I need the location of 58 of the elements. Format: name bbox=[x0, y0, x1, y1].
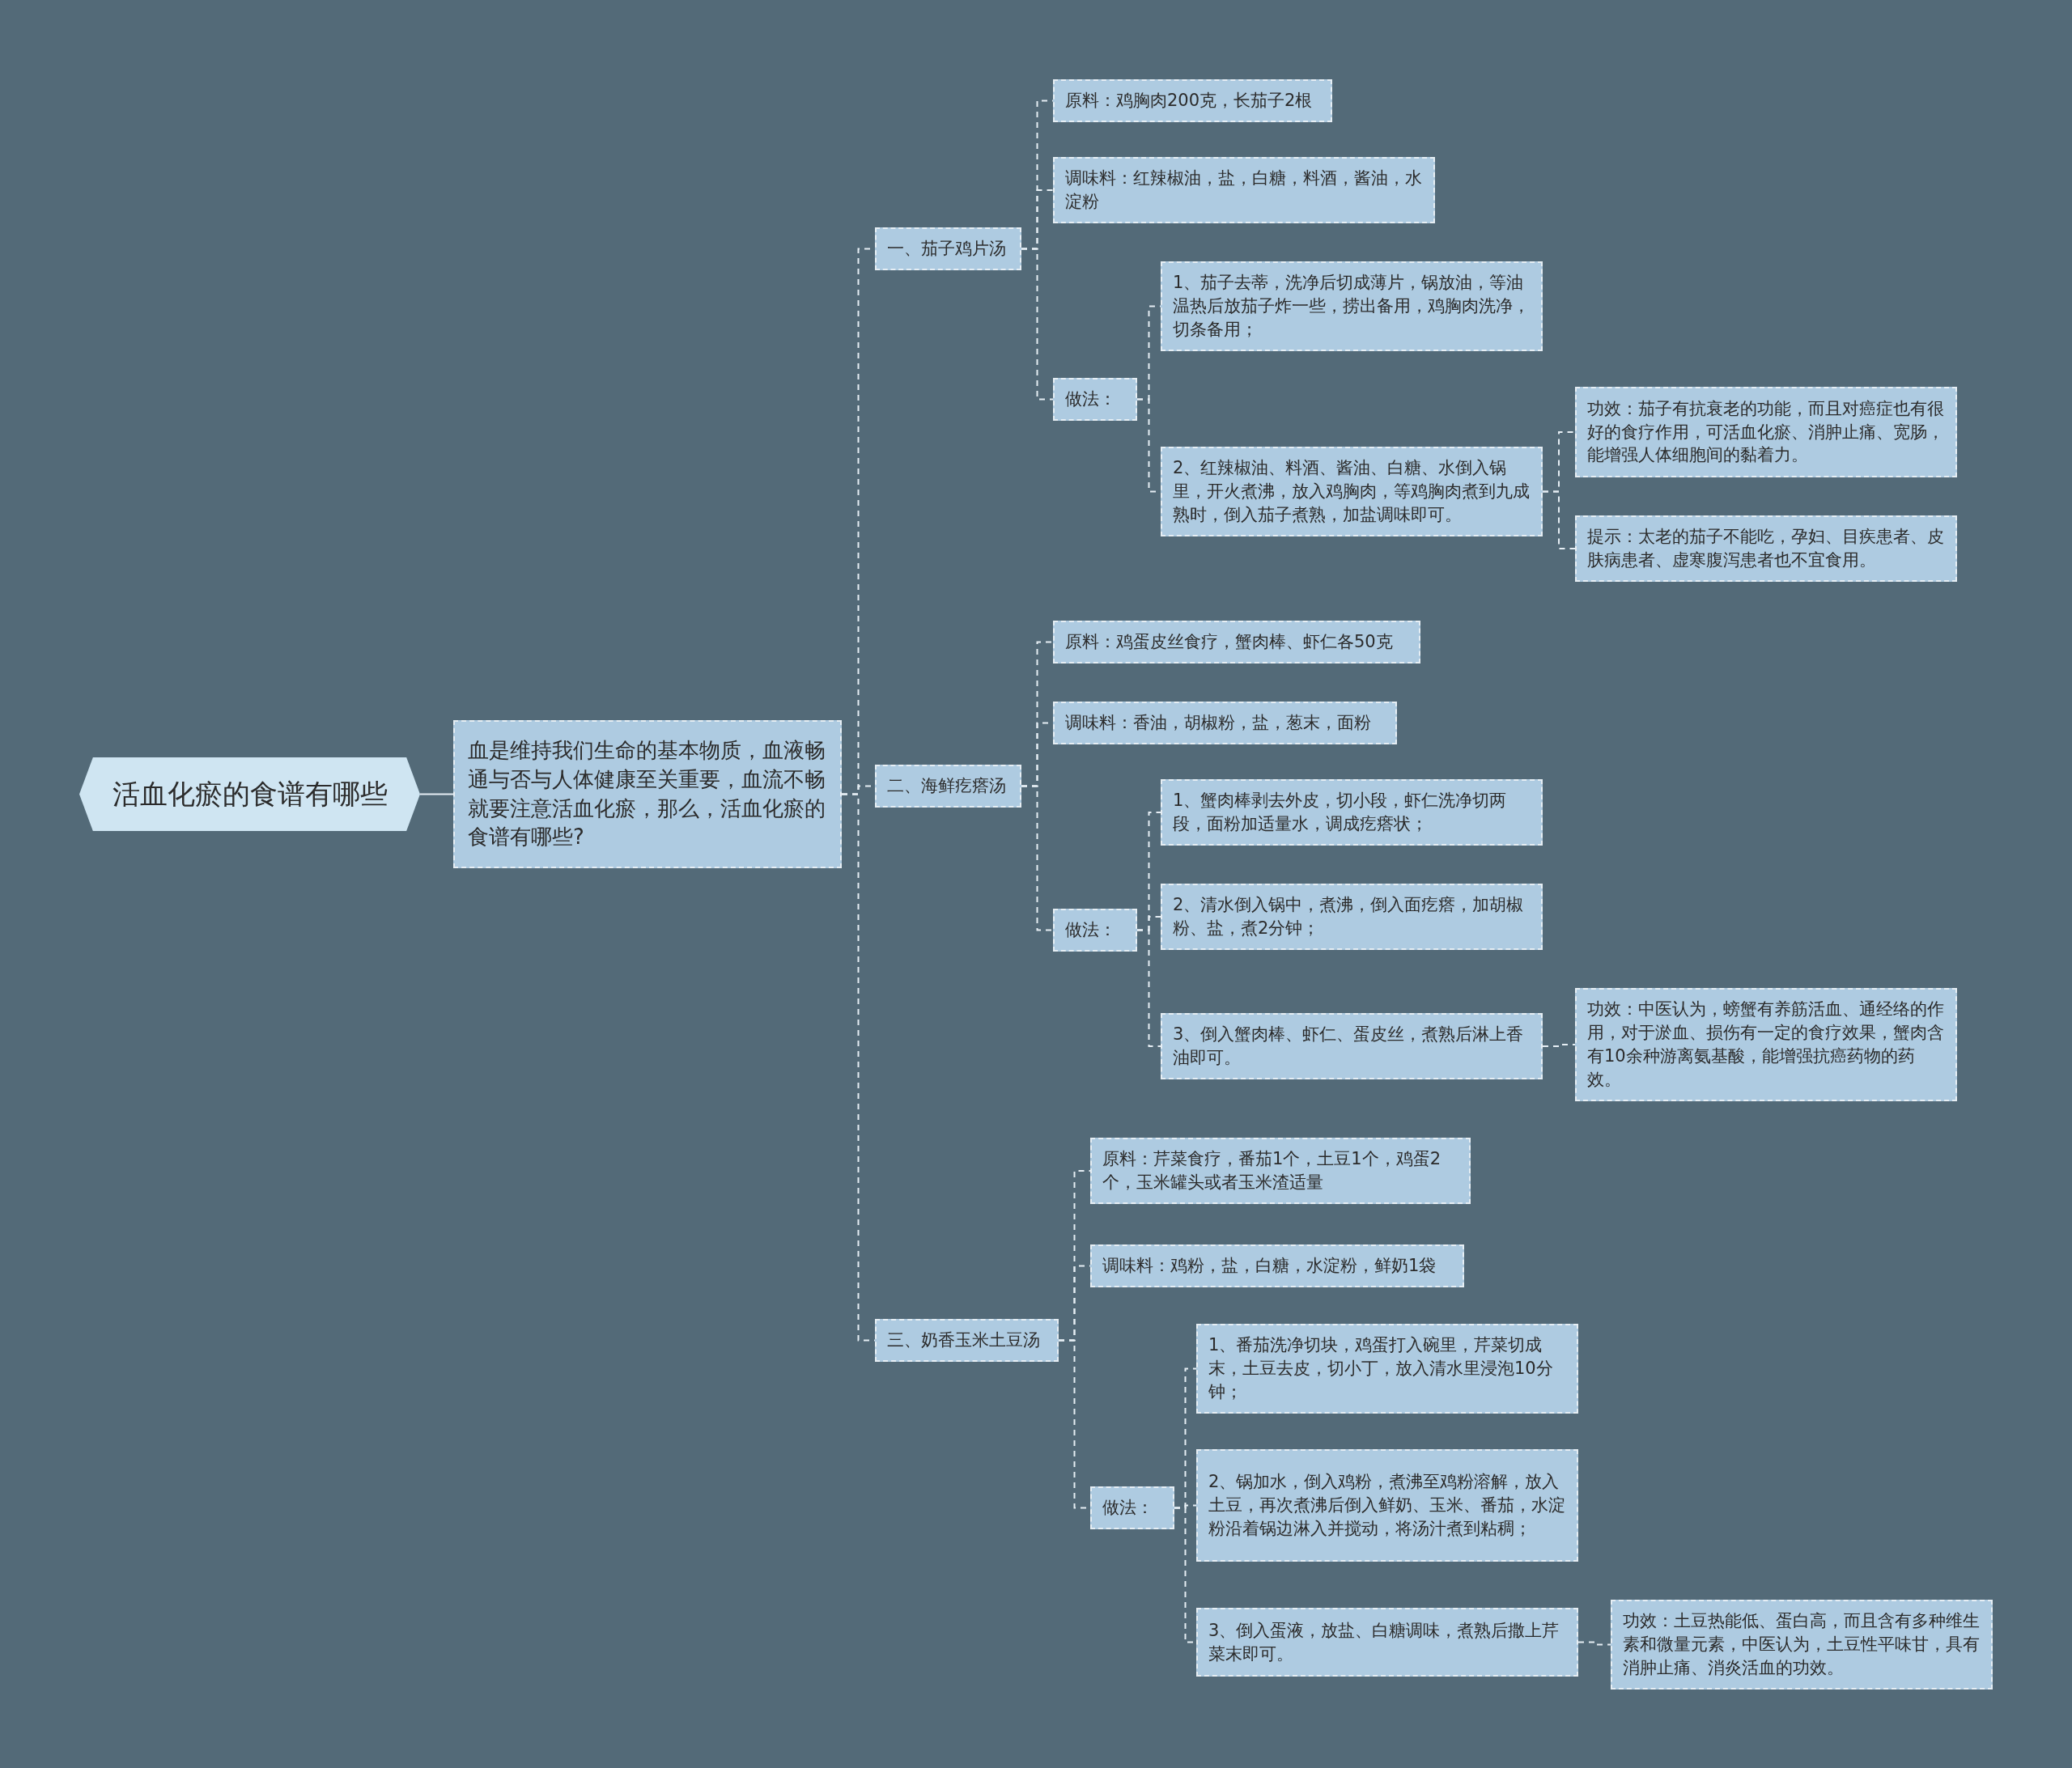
topic-box bbox=[1053, 79, 1332, 122]
topic-box bbox=[1196, 1449, 1578, 1562]
topic-box bbox=[1090, 1244, 1464, 1287]
topic-text: 1、茄子去蒂，洗净后切成薄片，锅放油，等油温热后放茄子炸一些，捞出备用，鸡胸肉洗净，切条备用； bbox=[1173, 272, 1531, 341]
topic-text: 做法： bbox=[1065, 919, 1116, 941]
connector-line bbox=[1542, 490, 1576, 549]
topic-box bbox=[1575, 387, 1957, 477]
topic-text: 3、倒入蛋液，放盐、白糖调味，煮熟后撒上芹菜末即可。 bbox=[1208, 1619, 1560, 1665]
topic-box bbox=[1090, 1486, 1174, 1529]
topic-box bbox=[1161, 261, 1543, 351]
topic-text: 做法： bbox=[1102, 1497, 1153, 1519]
connector-line bbox=[1021, 785, 1054, 931]
topic-box bbox=[1090, 1138, 1471, 1204]
connector-line bbox=[1021, 248, 1054, 401]
topic-text: 3、倒入蟹肉棒、虾仁、蛋皮丝，煮熟后淋上香油即可。 bbox=[1173, 1024, 1525, 1069]
topic-text: 调味料：红辣椒油，盐，白糖，料酒，酱油，水淀粉 bbox=[1065, 167, 1423, 213]
topic-box bbox=[1575, 515, 1957, 582]
topic-text: 做法： bbox=[1065, 388, 1116, 410]
connector-line bbox=[1577, 1641, 1611, 1646]
topic-box bbox=[1161, 447, 1543, 536]
topic-box bbox=[1161, 1013, 1543, 1079]
topic-text: 血是维持我们生命的基本物质，血液畅通与否与人体健康至关重要，血流不畅就要注意活血化瘀，那么，活血化瘀的食谱有哪些? bbox=[468, 736, 826, 851]
topic-text: 功效：土豆热能低、蛋白高，而且含有多种维生素和微量元素，中医认为，土豆性平味甘，具有消肿止痛、消炎活血的功效。 bbox=[1623, 1610, 1981, 1679]
topic-box bbox=[875, 765, 1021, 808]
topic-text: 功效：茄子有抗衰老的功能，而且对癌症也有很好的食疗作用，可活血化瘀、消肿止痛、宽肠，能增强人体细胞间的黏着力。 bbox=[1587, 397, 1945, 467]
topic-text: 一、茄子鸡片汤 bbox=[887, 238, 1006, 260]
topic-text: 1、蟹肉棒剥去外皮，切小段，虾仁洗净切两段，面粉加适量水，调成疙瘩状； bbox=[1173, 790, 1508, 835]
topic-text: 2、红辣椒油、料酒、酱油、白糖、水倒入锅里，开火煮沸，放入鸡胸肉，等鸡胸肉煮到九成熟时，倒入茄子煮熟，加盐调味即可。 bbox=[1173, 457, 1531, 526]
topic-box bbox=[875, 1319, 1059, 1362]
topic-box bbox=[1053, 157, 1435, 223]
connector-line bbox=[1136, 929, 1161, 1047]
topic-box bbox=[1196, 1324, 1578, 1414]
topic-box bbox=[1053, 621, 1420, 664]
topic-box bbox=[1611, 1600, 1993, 1690]
connector-line bbox=[1542, 1043, 1576, 1047]
topic-box bbox=[1161, 779, 1543, 846]
topic-text: 二、海鲜疙瘩汤 bbox=[887, 775, 1006, 797]
topic-text: 活血化瘀的食谱有哪些 bbox=[112, 777, 388, 812]
topic-box bbox=[1161, 884, 1543, 950]
topic-text: 原料：鸡胸肉200克，长茄子2根 bbox=[1065, 90, 1313, 112]
topic-box bbox=[453, 720, 842, 868]
topic-box bbox=[1196, 1608, 1578, 1677]
topic-text: 调味料：香油，胡椒粉，盐，葱末，面粉 bbox=[1065, 712, 1371, 734]
topic-text: 原料：芹菜食疗，番茄1个，土豆1个，鸡蛋2个，玉米罐头或者玉米渣适量 bbox=[1102, 1148, 1442, 1194]
topic-text: 三、奶香玉米土豆汤 bbox=[887, 1329, 1040, 1351]
connector-line bbox=[419, 793, 454, 795]
topic-text: 调味料：鸡粉，盐，白糖，水淀粉，鲜奶1袋 bbox=[1102, 1255, 1437, 1277]
topic-text: 提示：太老的茄子不能吃，孕妇、目疾患者、皮肤病患者、虚寒腹泻患者也不宜食用。 bbox=[1587, 526, 1945, 571]
topic-box bbox=[1053, 702, 1397, 744]
topic-box bbox=[1053, 909, 1137, 952]
topic-text: 2、锅加水，倒入鸡粉，煮沸至鸡粉溶解，放入土豆，再次煮沸后倒入鲜奶、玉米、番茄，水淀粉沿着锅边淋入并搅动，将汤汁煮到粘稠； bbox=[1208, 1471, 1566, 1540]
topic-text: 1、番茄洗净切块，鸡蛋打入碗里，芹菜切成末，土豆去皮，切小丁，放入清水里浸泡10分钟； bbox=[1208, 1334, 1554, 1403]
topic-text: 功效：中医认为，螃蟹有养筋活血、通经络的作用，对于淤血、损伤有一定的食疗效果，蟹肉含有10余种游离氨基酸，能增强抗癌药物的药效。 bbox=[1587, 998, 1945, 1091]
topic-text: 2、清水倒入锅中，煮沸，倒入面疙瘩，加胡椒粉、盐，煮2分钟； bbox=[1173, 894, 1525, 939]
topic-box bbox=[1053, 378, 1137, 421]
topic-box bbox=[875, 227, 1021, 270]
topic-box bbox=[1575, 988, 1957, 1101]
topic-text: 原料：鸡蛋皮丝食疗，蟹肉棒、虾仁各50克 bbox=[1065, 631, 1393, 653]
